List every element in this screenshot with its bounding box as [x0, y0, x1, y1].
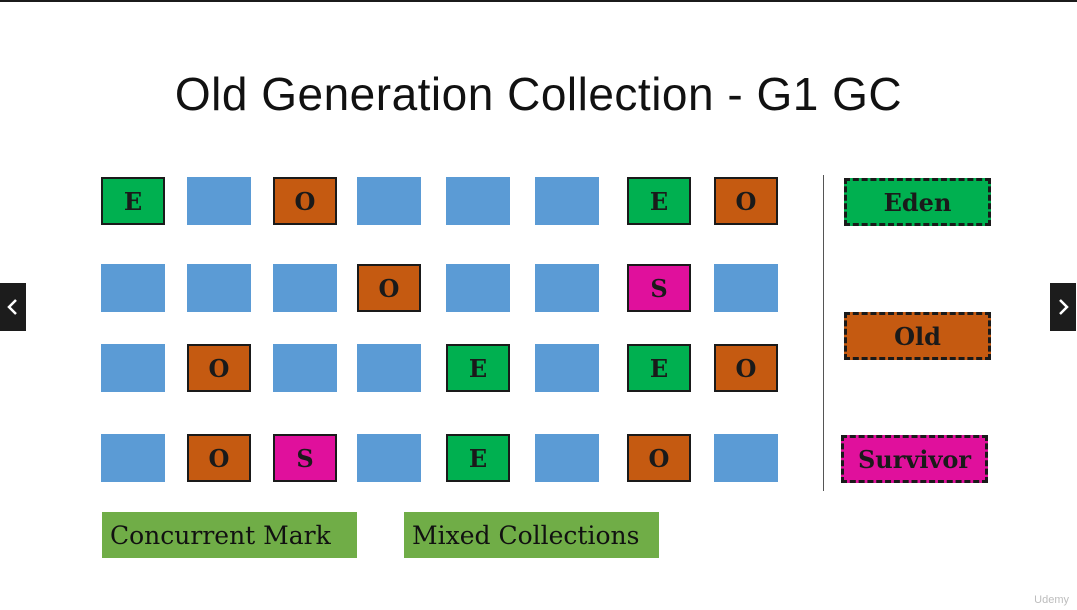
region-eden: E — [446, 344, 510, 392]
region-free — [714, 264, 778, 312]
region-free — [187, 264, 251, 312]
region-free — [357, 434, 421, 482]
region-free — [357, 344, 421, 392]
region-free — [535, 434, 599, 482]
region-old: O — [627, 434, 691, 482]
slide-title: Old Generation Collection - G1 GC — [174, 68, 903, 120]
legend-survivor-label: Survivor — [857, 444, 972, 474]
region-old: O — [714, 344, 778, 392]
region-free — [273, 264, 337, 312]
region-free — [273, 344, 337, 392]
region-free — [535, 344, 599, 392]
region-eden: E — [446, 434, 510, 482]
region-eden: E — [101, 177, 165, 225]
region-old: O — [273, 177, 337, 225]
region-free — [714, 434, 778, 482]
region-free — [446, 177, 510, 225]
chevron-right-icon — [1059, 299, 1069, 315]
region-old: O — [714, 177, 778, 225]
region-free — [535, 177, 599, 225]
region-free — [101, 434, 165, 482]
legend-old: Old — [844, 312, 991, 360]
legend-eden-label: Eden — [883, 187, 952, 217]
mixed-collections-label: Mixed Collections — [412, 520, 640, 550]
legend-divider — [823, 175, 824, 491]
region-free — [101, 264, 165, 312]
legend-eden: Eden — [844, 178, 991, 226]
region-eden: E — [627, 177, 691, 225]
region-free — [357, 177, 421, 225]
legend-old-label: Old — [894, 321, 941, 351]
region-old: O — [187, 434, 251, 482]
mixed-collections-phase: Mixed Collections — [404, 512, 659, 558]
region-free — [187, 177, 251, 225]
region-eden: E — [627, 344, 691, 392]
watermark: Udemy — [1034, 594, 1069, 606]
region-free — [535, 264, 599, 312]
region-survivor: S — [273, 434, 337, 482]
chevron-left-icon — [7, 299, 17, 315]
region-free — [446, 264, 510, 312]
legend-survivor: Survivor — [841, 435, 988, 483]
region-old: O — [357, 264, 421, 312]
region-survivor: S — [627, 264, 691, 312]
region-old: O — [187, 344, 251, 392]
region-free — [101, 344, 165, 392]
next-slide-button[interactable] — [1050, 283, 1076, 331]
concurrent-mark-phase: Concurrent Mark — [102, 512, 357, 558]
prev-slide-button[interactable] — [0, 283, 26, 331]
concurrent-mark-label: Concurrent Mark — [110, 520, 331, 550]
